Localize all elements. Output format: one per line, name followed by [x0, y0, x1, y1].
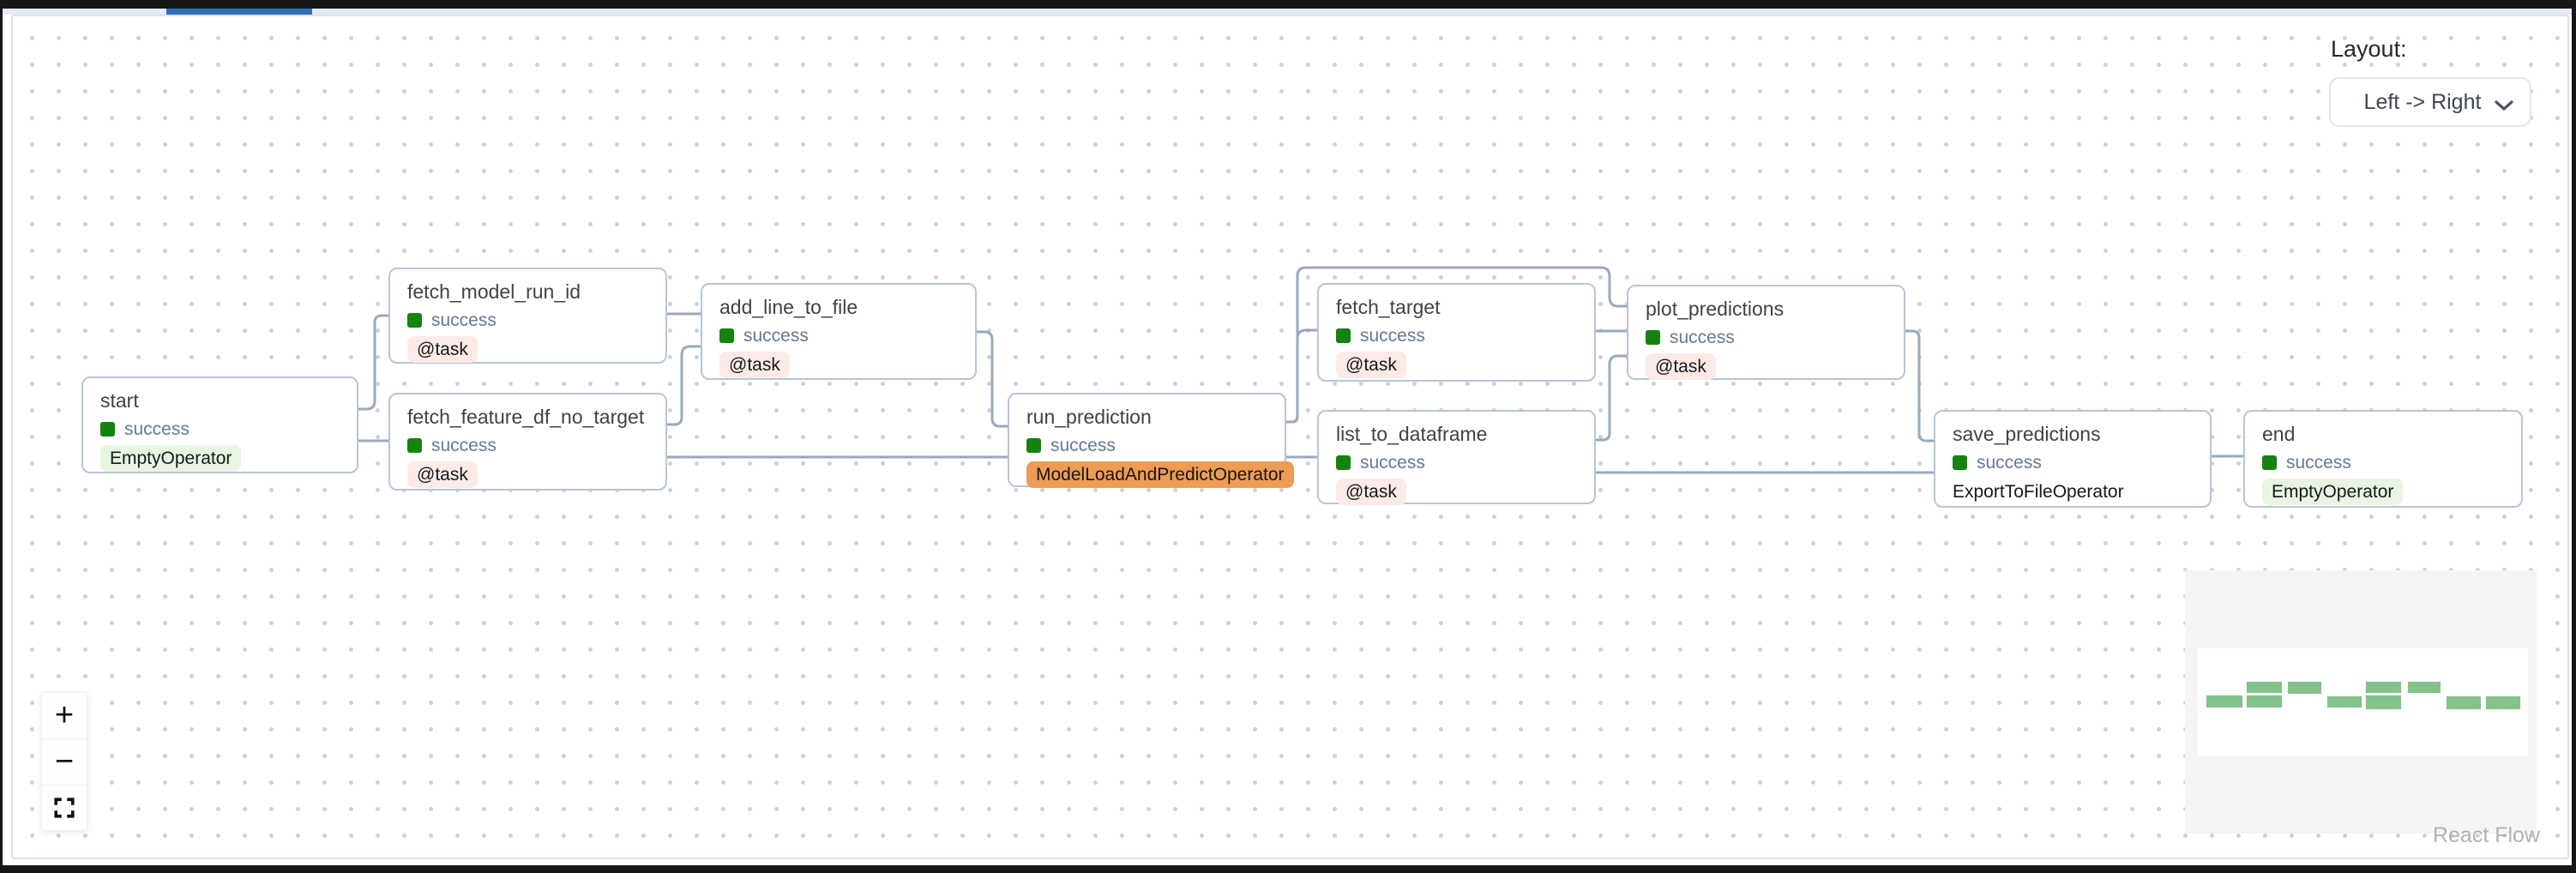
status-text: success: [743, 325, 809, 346]
node-status-row: success: [100, 416, 340, 443]
node-title: fetch_target: [1336, 296, 1441, 318]
node-status-row: success: [407, 307, 648, 334]
node-status-row: success: [1953, 449, 2193, 476]
fit-view-button[interactable]: [41, 785, 87, 831]
operator-badge: @task: [407, 336, 478, 363]
operator-badge: EmptyOperator: [100, 445, 242, 472]
node-title: save_predictions: [1953, 423, 2101, 445]
minimap-node: [2485, 695, 2521, 710]
status-success-icon: [407, 313, 422, 328]
layout-direction-value: Left -> Right: [2363, 89, 2482, 114]
minimap-node: [2246, 695, 2283, 708]
node-status-row: success: [1646, 324, 1887, 351]
top-scroll-track: [3, 9, 2572, 15]
operator-badge: @task: [1336, 352, 1406, 378]
layout-direction-select[interactable]: Left -> Right: [2329, 77, 2531, 127]
top-scroll-thumb[interactable]: [166, 9, 312, 15]
operator-badge: EmptyOperator: [2262, 479, 2404, 505]
node-status-row: success: [2262, 449, 2504, 476]
node-status-row: success: [1336, 322, 1577, 349]
zoom-out-button[interactable]: −: [41, 738, 87, 785]
minimap-node: [2326, 695, 2362, 708]
status-text: success: [1050, 435, 1116, 455]
status-text: success: [1360, 452, 1425, 473]
minimap-node: [2365, 681, 2402, 694]
status-success-icon: [1646, 330, 1660, 345]
minimap-node: [2206, 695, 2243, 708]
window-frame-right: [2572, 0, 2576, 873]
status-success-icon: [1336, 328, 1351, 343]
node-status-row: success: [1336, 449, 1577, 476]
zoom-in-button[interactable]: +: [41, 692, 87, 738]
operator-badge: @task: [1646, 353, 1716, 380]
layout-label: Layout:: [2331, 36, 2407, 62]
minimap-node: [2287, 681, 2322, 695]
window-frame-bottom: [0, 865, 2576, 873]
operator-badge: ExportToFileOperator: [1953, 482, 2124, 502]
node-title: fetch_model_run_id: [407, 280, 581, 303]
minimap-node: [2446, 695, 2482, 710]
operator-badge: ModelLoadAndPredictOperator: [1026, 461, 1294, 488]
node-title: plot_predictions: [1646, 298, 1785, 320]
node-title: run_prediction: [1026, 406, 1152, 428]
status-text: success: [431, 310, 497, 330]
node-status-row: success: [407, 432, 648, 459]
minimap-node: [2246, 681, 2283, 694]
zoom-controls: +−: [41, 692, 87, 831]
status-text: success: [2286, 452, 2351, 473]
node-title: list_to_dataframe: [1336, 423, 1488, 445]
status-text: success: [124, 418, 190, 439]
minimap[interactable]: [2185, 570, 2537, 834]
status-success-icon: [2262, 455, 2277, 470]
chevron-down-icon: [2495, 100, 2513, 111]
minimap-node: [2407, 681, 2441, 694]
status-success-icon: [1026, 438, 1041, 453]
status-success-icon: [1336, 455, 1351, 470]
node-status-row: success: [719, 322, 958, 349]
status-text: success: [1977, 452, 2042, 473]
status-text: success: [1360, 325, 1425, 346]
status-success-icon: [407, 438, 422, 453]
minimap-node: [2365, 695, 2402, 710]
node-status-row: success: [1026, 432, 1267, 459]
status-text: success: [431, 435, 497, 455]
operator-badge: @task: [719, 352, 790, 378]
status-text: success: [1670, 327, 1735, 347]
status-success-icon: [100, 422, 115, 436]
node-title: fetch_feature_df_no_target: [407, 406, 645, 428]
fit-view-icon: [54, 798, 75, 818]
status-success-icon: [1953, 455, 1967, 470]
react-flow-attribution[interactable]: React Flow: [2432, 823, 2540, 847]
window-frame-top: [0, 0, 2576, 9]
node-title: end: [2262, 423, 2296, 445]
node-title: add_line_to_file: [719, 296, 858, 318]
window-frame-left: [0, 0, 3, 873]
operator-badge: @task: [1336, 479, 1406, 505]
operator-badge: @task: [407, 461, 478, 488]
status-success-icon: [719, 328, 734, 343]
node-title: start: [100, 389, 139, 412]
